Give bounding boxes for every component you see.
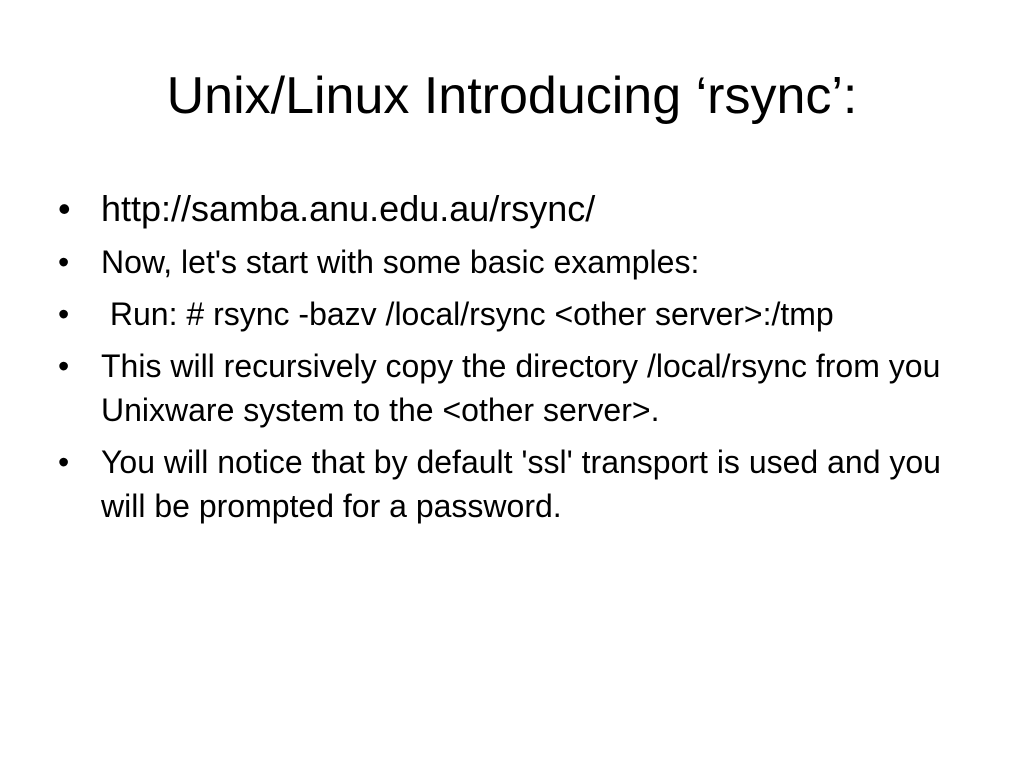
bullet-list: • http://samba.anu.edu.au/rsync/ • Now, …	[58, 186, 958, 536]
bullet-item: • You will notice that by default 'ssl' …	[58, 440, 958, 528]
bullet-item: • Run: # rsync -bazv /local/rsync <other…	[58, 292, 958, 336]
bullet-text: Now, let's start with some basic example…	[101, 244, 700, 280]
bullet-text: Run: # rsync -bazv /local/rsync <other s…	[101, 296, 834, 332]
bullet-dot-icon: •	[58, 444, 70, 480]
bullet-dot-icon: •	[58, 244, 70, 280]
bullet-dot-icon: •	[58, 188, 71, 229]
bullet-text: You will notice that by default 'ssl' tr…	[101, 444, 950, 524]
bullet-item: • http://samba.anu.edu.au/rsync/	[58, 186, 958, 232]
bullet-dot-icon: •	[58, 296, 70, 332]
bullet-text: http://samba.anu.edu.au/rsync/	[101, 188, 596, 229]
slide-title: Unix/Linux Introducing ‘rsync’:	[166, 67, 858, 125]
bullet-text: This will recursively copy the directory…	[101, 348, 950, 428]
bullet-item: • This will recursively copy the directo…	[58, 344, 958, 432]
bullet-dot-icon: •	[58, 348, 70, 384]
bullet-item: • Now, let's start with some basic examp…	[58, 240, 958, 284]
